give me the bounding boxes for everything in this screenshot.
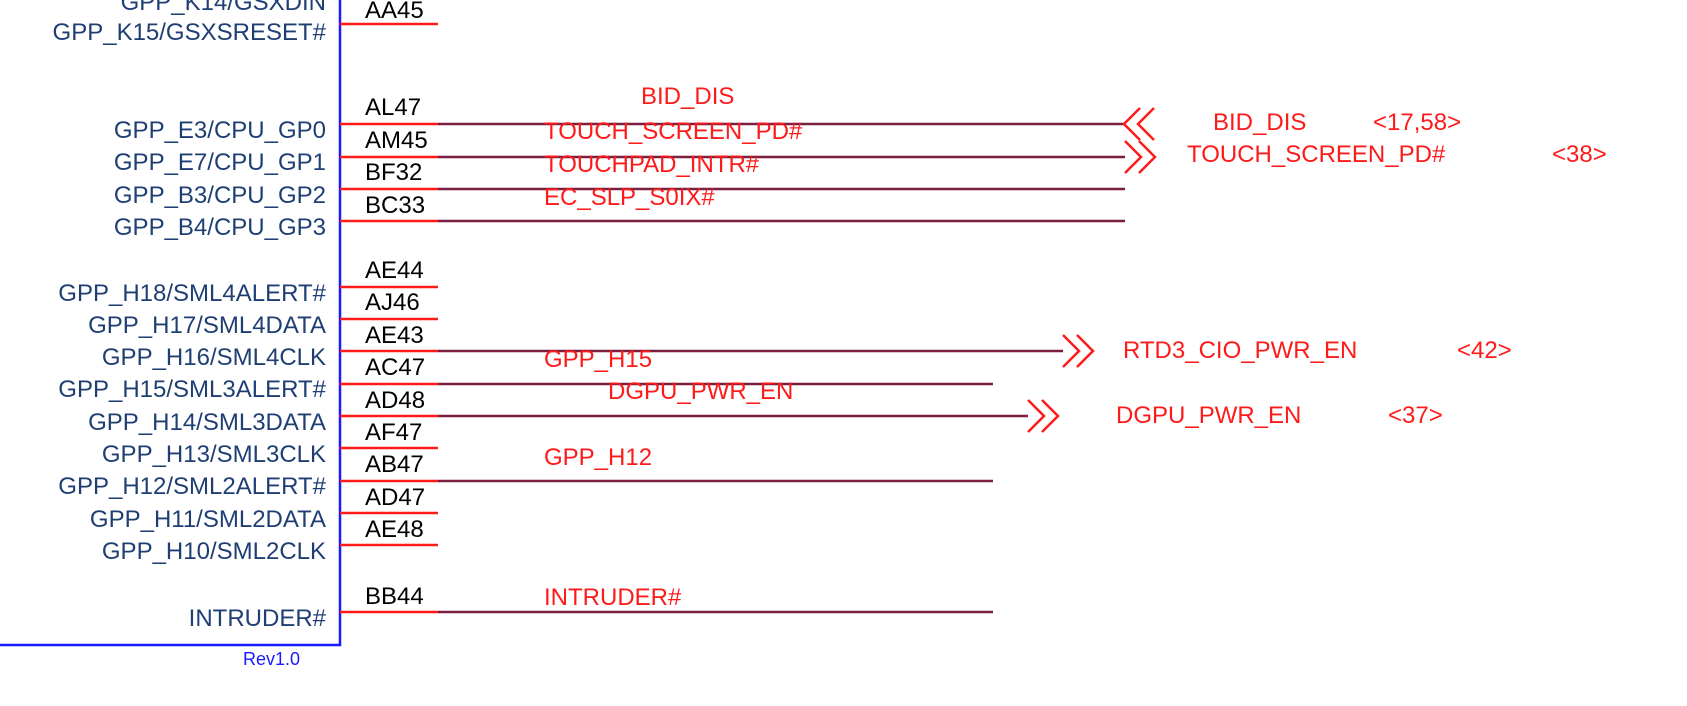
ball-number: AC47	[365, 354, 425, 381]
pin-name: GPP_H10/SML2CLK	[102, 538, 326, 565]
pin-name: GPP_H15/SML3ALERT#	[58, 376, 326, 403]
pin-names: GPP_K14/GSXDIN GPP_K15/GSXSRESET# GPP_E3…	[53, 0, 327, 632]
pin-name: GPP_E3/CPU_GP0	[114, 117, 326, 144]
pin-name: GPP_H17/SML4DATA	[88, 312, 326, 339]
offpage-name: DGPU_PWR_EN	[1116, 402, 1301, 429]
pin-name: GPP_H16/SML4CLK	[102, 344, 326, 371]
net-label-gpp-h15: GPP_H15	[544, 346, 652, 373]
net-label-touch-screen-pd: TOUCH_SCREEN_PD#	[544, 118, 803, 145]
net-label-gpp-h12: GPP_H12	[544, 444, 652, 471]
component-body-outline	[0, 0, 342, 647]
net-label-ec-slp-s0ix: EC_SLP_S0IX#	[544, 184, 715, 211]
ball-number: AJ46	[365, 289, 420, 316]
ball-number: AF47	[365, 419, 422, 446]
chevron-left-icon	[1122, 107, 1155, 141]
chevron-right-icon	[1124, 140, 1157, 174]
offpage-name: BID_DIS	[1213, 109, 1306, 136]
ball-number: BC33	[365, 192, 425, 219]
net-label-intruder: INTRUDER#	[544, 584, 682, 611]
pin-name: GPP_K15/GSXSRESET#	[53, 19, 327, 46]
offpage-name: TOUCH_SCREEN_PD#	[1187, 141, 1446, 168]
wires	[438, 122, 1125, 614]
offpage-labels: BID_DIS <17,58> TOUCH_SCREEN_PD# <38> RT…	[1116, 109, 1607, 429]
ball-number: AE43	[365, 322, 424, 349]
offpage-ref: <37>	[1388, 402, 1443, 429]
pin-name: GPP_H13/SML3CLK	[102, 441, 326, 468]
pin-name: GPP_H12/SML2ALERT#	[58, 473, 326, 500]
ball-number: AA45	[365, 0, 424, 24]
ball-number: AE44	[365, 257, 424, 284]
offpage-ref: <17,58>	[1373, 109, 1461, 136]
offpage-ref: <42>	[1457, 337, 1512, 364]
pin-name: GPP_B4/CPU_GP3	[114, 214, 326, 241]
ball-number: AM45	[365, 127, 428, 154]
ball-number: BF32	[365, 159, 422, 186]
pin-stubs	[340, 22, 438, 614]
pin-name: GPP_B3/CPU_GP2	[114, 182, 326, 209]
chevron-right-icon	[1062, 334, 1095, 368]
pin-name: GPP_H14/SML3DATA	[88, 409, 326, 436]
offpage-ref: <38>	[1552, 141, 1607, 168]
ball-number: AD48	[365, 387, 425, 414]
pin-name: INTRUDER#	[189, 605, 327, 632]
ball-number: AB47	[365, 451, 424, 478]
chevron-right-icon	[1027, 399, 1060, 433]
pin-name: GPP_H11/SML2DATA	[90, 506, 326, 533]
pin-name: GPP_K14/GSXDIN	[121, 0, 326, 16]
net-labels: BID_DIS TOUCH_SCREEN_PD# TOUCHPAD_INTR# …	[544, 83, 803, 611]
net-label-touchpad-intr: TOUCHPAD_INTR#	[544, 151, 760, 178]
ball-number: AD47	[365, 484, 425, 511]
pin-name: GPP_E7/CPU_GP1	[114, 149, 326, 176]
ball-number: BB44	[365, 583, 424, 610]
ball-number: AE48	[365, 516, 424, 543]
ball-number: AL47	[365, 94, 421, 121]
pin-name: GPP_H18/SML4ALERT#	[58, 280, 326, 307]
offpage-arrows	[1027, 107, 1157, 433]
revision-label: Rev1.0	[243, 649, 300, 669]
net-label-bid-dis: BID_DIS	[641, 83, 734, 110]
net-label-dgpu-pwr-en: DGPU_PWR_EN	[608, 378, 793, 405]
offpage-name: RTD3_CIO_PWR_EN	[1123, 337, 1357, 364]
ball-numbers: AA45 AL47 AM45 BF32 BC33 AE44 AJ46 AE43 …	[365, 0, 428, 610]
